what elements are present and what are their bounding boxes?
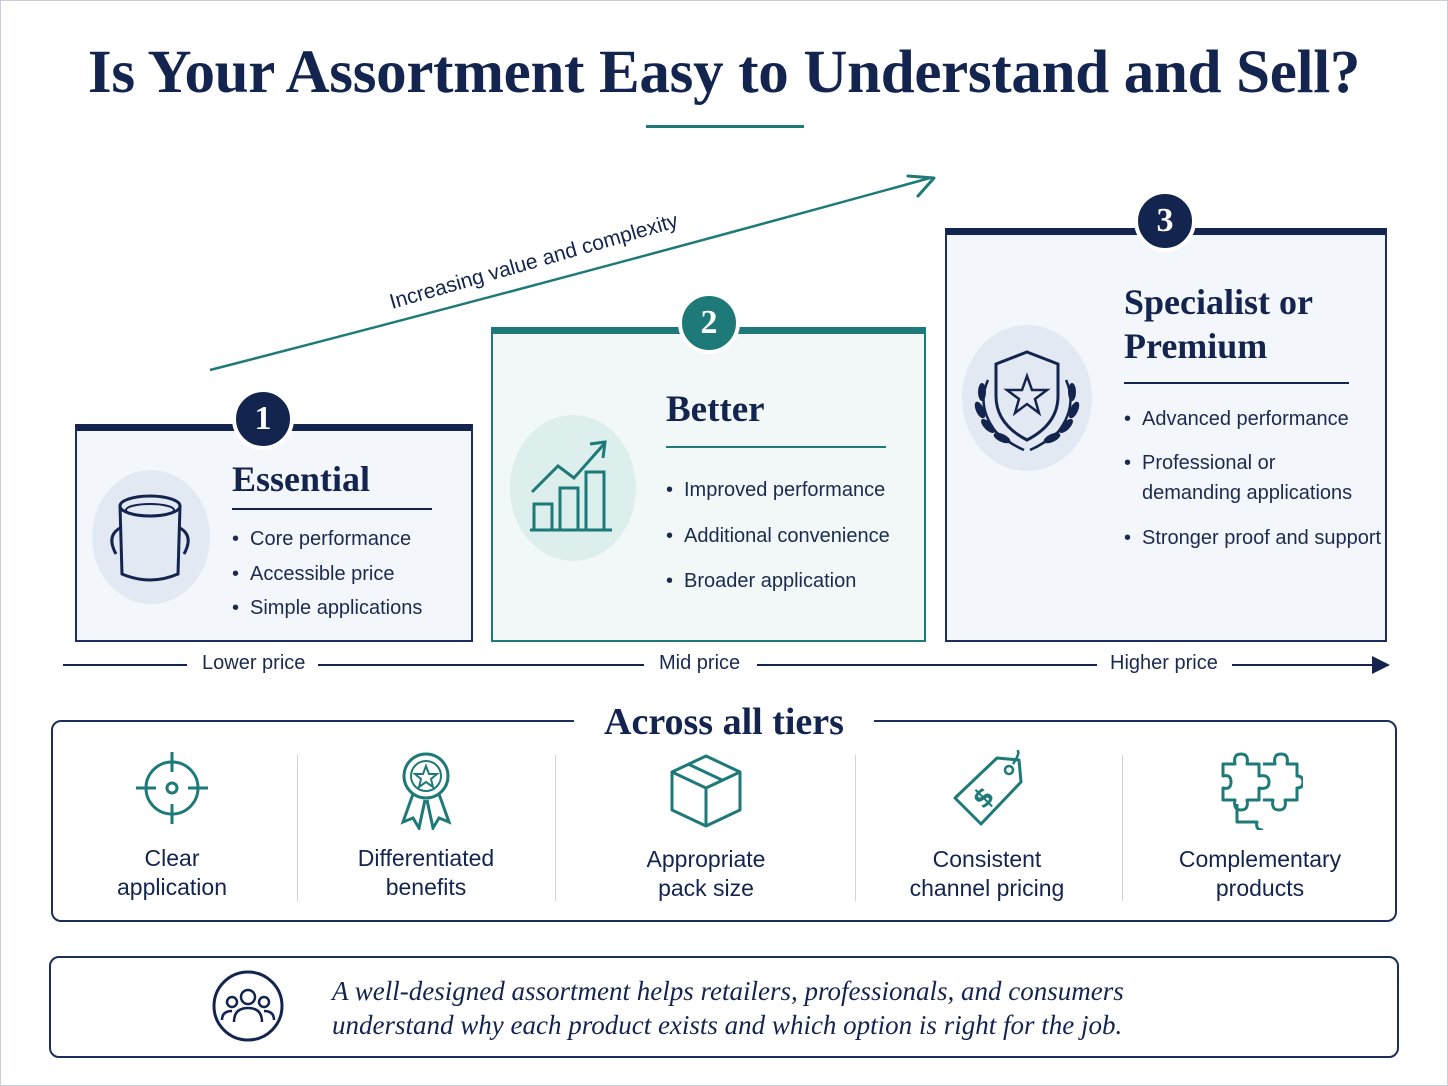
box-icon — [670, 754, 742, 828]
tier-3-bullet: Professional or — [1124, 448, 1381, 478]
trend-label: Increasing value and complexity — [387, 209, 681, 314]
summary-box — [49, 956, 1399, 1058]
target-icon — [136, 752, 208, 824]
arrow-right-icon — [1372, 656, 1390, 674]
feature-label-line1: Differentiated — [357, 845, 495, 871]
tier-3-rule — [1124, 382, 1349, 384]
tier-2-rule — [666, 446, 886, 448]
price-tag-icon: $ — [953, 748, 1023, 826]
feature-divider — [855, 755, 856, 901]
tier-3-bullets: Advanced performance Professional or dem… — [1124, 404, 1381, 553]
tier-2-badge: 2 — [678, 292, 740, 354]
trend-arrow: Increasing value and complexity — [209, 174, 936, 372]
award-ribbon-icon — [400, 752, 452, 833]
tier-2-title: Better — [666, 389, 765, 430]
tier-1-rule — [232, 508, 432, 510]
tier-2-bullets: Improved performance Additional convenie… — [666, 468, 890, 605]
tier-2-bullet: Additional convenience — [666, 514, 890, 560]
tier-3-bullet: Advanced performance — [1124, 404, 1381, 434]
people-group-icon — [212, 970, 284, 1042]
feature-divider — [297, 755, 298, 901]
feature-label-line1: Clear — [144, 845, 200, 871]
tier-1-title: Essential — [232, 459, 371, 499]
price-axis-line — [318, 664, 644, 666]
tier-3-title-line1: Specialist or — [1124, 282, 1313, 322]
feature-complementary-products: Complementary products — [1148, 750, 1372, 903]
tier-1-badge: 1 — [232, 388, 294, 450]
paint-can-icon — [110, 494, 190, 582]
feature-differentiated-benefits: Differentiated benefits — [318, 750, 534, 902]
tier-1-bullets: Core performance Accessible price Simple… — [232, 522, 422, 626]
price-label-low: Lower price — [202, 652, 306, 674]
feature-consistent-channel-pricing: $ Consistent channel pricing — [876, 748, 1098, 903]
feature-label-line1: Complementary — [1178, 846, 1342, 872]
tier-1-bullet: Core performance — [232, 522, 422, 557]
feature-label-line2: benefits — [385, 874, 467, 900]
feature-clear-application: Clear application — [72, 750, 272, 902]
price-axis-line — [63, 664, 187, 666]
price-label-mid: Mid price — [659, 652, 741, 674]
feature-label-line2: application — [117, 874, 227, 900]
across-tiers-title: Across all tiers — [574, 700, 874, 744]
title-underline — [646, 125, 804, 128]
tier-1-bullet: Simple applications — [232, 591, 422, 626]
tier-3-title-line2: Premium — [1124, 326, 1268, 366]
bar-chart-growth-icon — [530, 440, 612, 532]
feature-divider — [555, 755, 556, 901]
page-title: Is Your Assortment Easy to Understand an… — [87, 39, 1361, 106]
summary-quote: A well-designed assortment helps retaile… — [332, 974, 1332, 1042]
feature-label-line2: products — [1215, 875, 1305, 901]
tier-2-bullet: Improved performance — [666, 468, 890, 514]
summary-quote-line2: understand why each product exists and w… — [332, 1010, 1123, 1040]
price-label-high: Higher price — [1110, 652, 1218, 674]
tier-3-badge: 3 — [1134, 190, 1196, 252]
price-axis-line — [757, 664, 1097, 666]
price-axis-line — [1232, 664, 1376, 666]
feature-label-line2: channel pricing — [909, 875, 1065, 901]
feature-divider — [1122, 755, 1123, 901]
tier-3-bullet-continuation: demanding applications — [1142, 482, 1353, 504]
tier-3-bullet: Stronger proof and support — [1124, 523, 1381, 553]
shield-star-laurel-icon — [974, 350, 1080, 452]
tier-2-bullet: Broader application — [666, 559, 890, 605]
tier-3-title: Specialist or Premium — [1124, 280, 1313, 368]
feature-label-line1: Consistent — [932, 846, 1042, 872]
feature-appropriate-pack-size: Appropriate pack size — [596, 750, 816, 903]
puzzle-icon — [1221, 752, 1305, 832]
feature-label-line1: Appropriate — [646, 846, 766, 872]
feature-label-line2: pack size — [658, 875, 754, 901]
tier-1-bullet: Accessible price — [232, 557, 422, 592]
summary-quote-line1: A well-designed assortment helps retaile… — [332, 976, 1124, 1006]
